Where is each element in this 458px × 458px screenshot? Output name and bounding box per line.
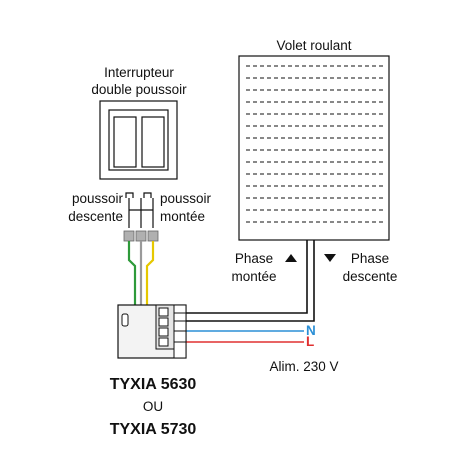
phase-down-label-line2: descente [343, 269, 398, 284]
double-push-switch [99, 100, 178, 180]
switch-label-line1: Interrupteur [104, 65, 174, 80]
shutter-slats [246, 65, 383, 223]
model-or-label: OU [143, 399, 163, 414]
module-led-icon [121, 313, 129, 327]
up-arrow-icon [285, 254, 297, 262]
phase-down-label-line1: Phase [351, 251, 389, 266]
phase-up-label-line1: Phase [235, 251, 273, 266]
pushbutton-down-label-line1: poussoir [72, 191, 124, 206]
green-wire [127, 241, 137, 308]
phase-up-label-line2: montée [231, 269, 276, 284]
live-label: L [306, 334, 314, 349]
shutter-box [238, 55, 390, 241]
pushbutton-up-label-line2: montée [160, 209, 205, 224]
tyxia-module [117, 304, 187, 359]
yellow-wire [145, 241, 155, 308]
model-label-1: TYXIA 5630 [110, 376, 197, 393]
pushbutton-up-label-line1: poussoir [160, 191, 212, 206]
switch-wires [127, 241, 155, 308]
switch-label-line2: double poussoir [91, 82, 187, 97]
phase-wires [180, 240, 315, 322]
neutral-label: N [306, 323, 316, 338]
pushbutton-contacts [125, 192, 154, 228]
model-label-2: TYXIA 5730 [110, 421, 197, 438]
down-arrow-icon [324, 254, 336, 262]
pushbutton-down-label-line2: descente [68, 209, 123, 224]
wire-connectors [123, 230, 159, 242]
power-label: Alim. 230 V [269, 359, 338, 374]
module-terminals [158, 307, 169, 347]
shutter-label: Volet roulant [276, 38, 351, 53]
